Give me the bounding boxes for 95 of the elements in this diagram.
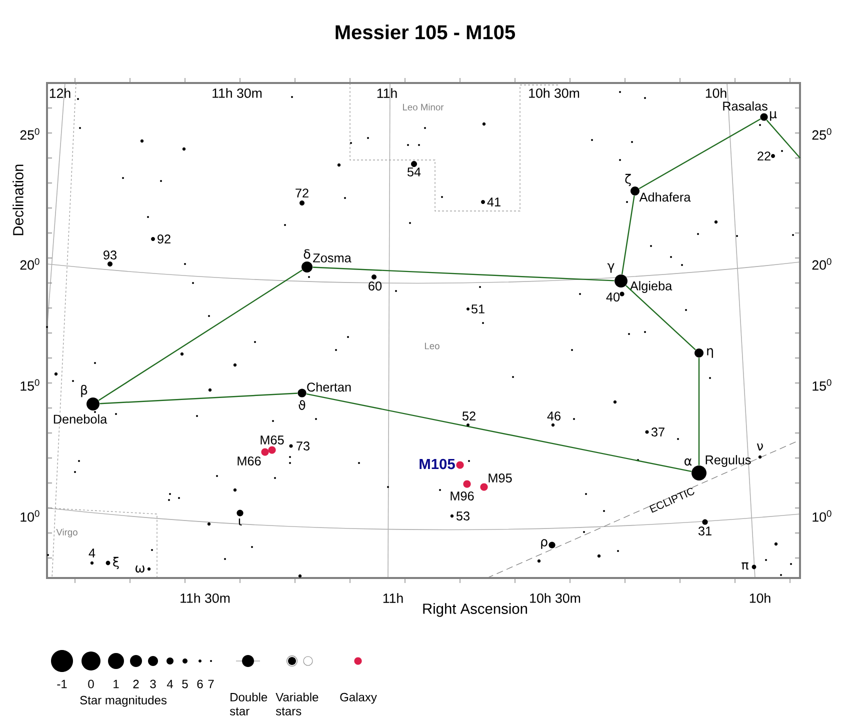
axis-label: 10h 30m: [530, 593, 580, 603]
star-label: 51: [471, 304, 484, 314]
magnitude-label: 0: [88, 680, 94, 688]
star-label: 52: [462, 412, 476, 420]
star-label: ξ: [113, 556, 119, 570]
star-label: α: [684, 458, 692, 466]
constellation-name: Leo: [425, 342, 440, 350]
star-label: Zosma: [313, 254, 352, 262]
axis-label: 12h: [50, 88, 70, 98]
constellation-name: Leo Minor: [403, 104, 444, 110]
star-dot: [692, 466, 706, 480]
star-label: π: [742, 562, 748, 570]
axis-title: Declination: [12, 164, 24, 236]
star-label: Algieba: [630, 281, 672, 293]
star-dot: [694, 348, 704, 358]
star-label: η: [707, 348, 713, 358]
axis-label: 11h 30m: [212, 88, 262, 98]
star-label: Rasalas: [723, 101, 768, 111]
chart-title: Messier 105 - M105: [336, 24, 516, 40]
star-label: 93: [104, 250, 116, 260]
axis-title: Right Ascension: [423, 603, 527, 617]
star-label: 4: [88, 548, 96, 558]
constellation-line: [626, 285, 696, 350]
magnitude-label: 2: [133, 680, 139, 688]
star-dot: [298, 388, 306, 398]
star-label: ϑ: [298, 400, 306, 410]
axis-label: 11h: [377, 88, 397, 98]
magnitude-label: 3: [150, 680, 156, 688]
constellation-line: [766, 120, 800, 158]
star-label: ν: [756, 444, 763, 450]
constellation-name: Virgo: [56, 528, 78, 538]
star-label: μ: [770, 111, 777, 121]
galaxy-label: M65: [260, 436, 284, 444]
axis-label: 25$^{0}$: [20, 128, 40, 140]
axis-label: 10$^{0}$: [812, 510, 832, 522]
magnitude-label: 7: [208, 680, 214, 688]
star-label: Denebola: [54, 414, 108, 424]
star-label: 73: [296, 442, 310, 450]
star-dot: [630, 186, 640, 196]
galaxy-label: M66: [238, 456, 261, 466]
constellation-line: [100, 392, 298, 404]
magnitude-label: 1: [114, 680, 119, 688]
magnitude-label: 5: [182, 680, 188, 688]
legend-label: Variable stars: [276, 692, 318, 716]
star-label: 40: [606, 292, 620, 302]
star-label: ι: [238, 518, 242, 526]
star-label: 92: [158, 234, 170, 244]
axis-label: 10h 30m: [529, 88, 580, 98]
star-label: 60: [368, 282, 382, 290]
star-dot: [86, 398, 100, 410]
star-label: Adhafera: [639, 192, 691, 202]
star-dot: [614, 274, 628, 288]
legend-label: Galaxy: [340, 692, 377, 704]
star-label: Chertan: [307, 382, 351, 392]
constellation-line: [698, 358, 700, 466]
axis-label: 25$^{0}$: [812, 128, 832, 140]
star-label: 53: [456, 512, 470, 520]
galaxy-label: M105: [420, 458, 455, 470]
constellation-line: [638, 118, 761, 190]
axis-label: 10h: [706, 88, 726, 98]
magnitude-label: 4: [166, 680, 173, 688]
star-label: γ: [607, 263, 614, 273]
axis-label: 20$^{0}$: [812, 258, 832, 270]
star-label: Regulus: [706, 455, 751, 467]
star-dot: [760, 113, 768, 121]
star-label: 72: [296, 188, 308, 198]
star-label: 22: [758, 152, 770, 160]
star-label: δ: [304, 249, 310, 259]
constellation-line: [621, 196, 635, 274]
star-label: 37: [651, 428, 664, 436]
magnitude-label: 6: [197, 680, 203, 688]
galaxy-label: M95: [488, 474, 512, 482]
legend-label: Double star: [230, 692, 268, 716]
constellation-line: [98, 270, 302, 401]
constellation-line: [306, 393, 692, 472]
star-label: 54: [407, 168, 421, 176]
axis-label: 10$^{0}$: [20, 510, 40, 522]
star-label: ζ: [625, 174, 631, 186]
axis-label: 10h: [750, 593, 770, 603]
star-label: 46: [547, 412, 560, 420]
star-label: 31: [698, 526, 712, 536]
axis-label: 20$^{0}$: [20, 258, 40, 270]
star-dot: [302, 262, 312, 272]
axis-label: 11h: [383, 593, 403, 603]
star-label: ρ: [541, 539, 548, 549]
axis-label: 11h 30m: [180, 593, 230, 603]
star-label: 41: [487, 198, 500, 206]
star-label: β: [81, 384, 88, 398]
galaxy-label: M96: [450, 492, 474, 500]
star-label: ω: [136, 565, 144, 573]
magnitude-label: -1: [57, 680, 67, 688]
constellation-line: [312, 266, 614, 282]
legend-label: Star magnitudes: [80, 696, 167, 707]
axis-label: 15$^{0}$: [812, 379, 832, 391]
axis-label: 15$^{0}$: [20, 379, 40, 391]
